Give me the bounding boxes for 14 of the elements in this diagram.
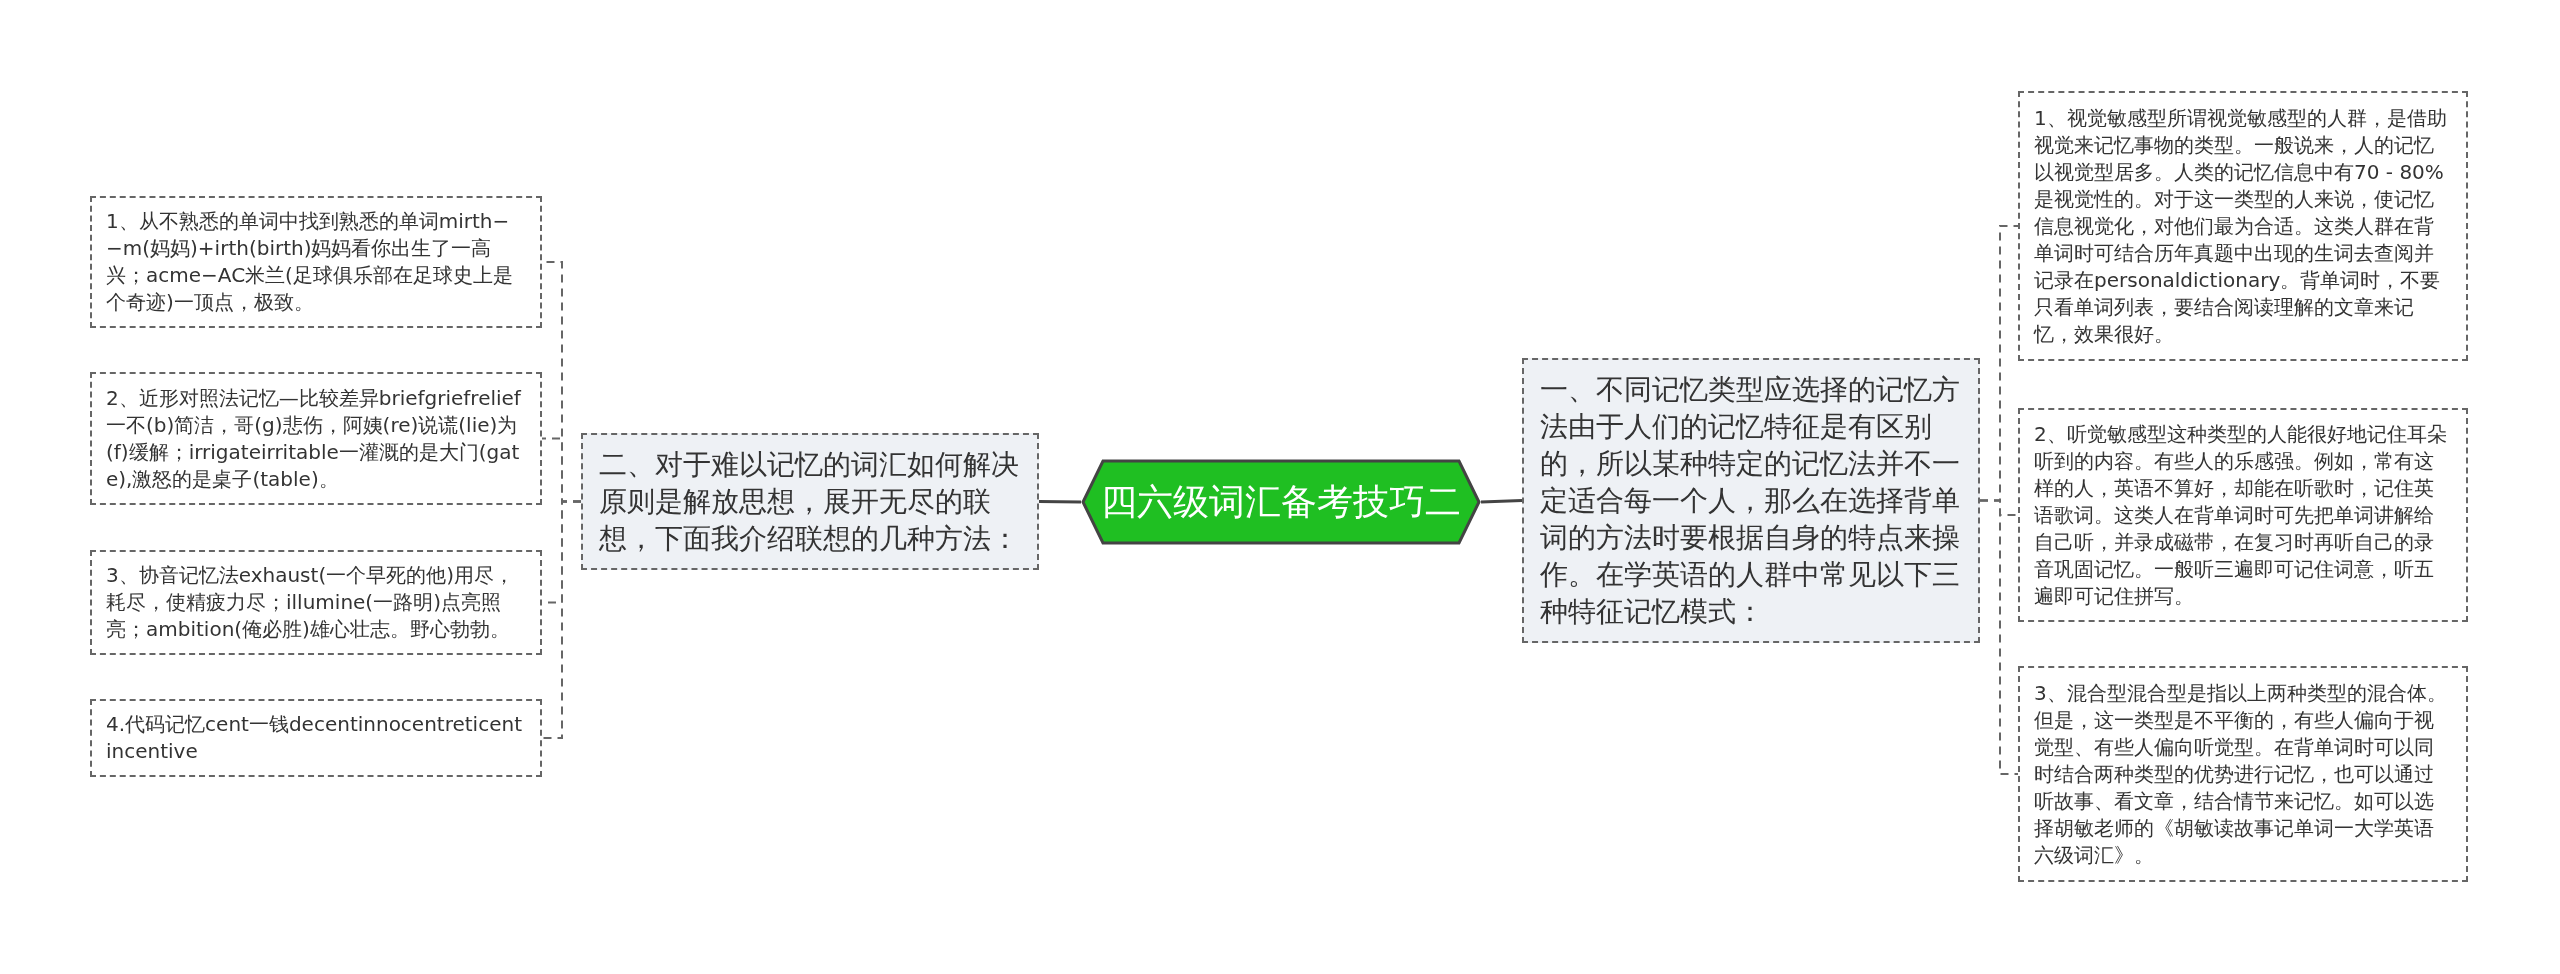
- connector-line: [541, 500, 582, 739]
- subtopic-box: 3、协音记忆法exhaust(一个早死的他)用尽，耗尽，使精疲力尽；illumine(一路明)点亮照亮；ambition(俺必胜)雄心壮志。野心勃勃。: [90, 550, 542, 655]
- topic-hexagon: 四六级词汇备考技巧二: [1081, 459, 1481, 545]
- topic-box: 一、不同记忆类型应选择的记忆方法由于人们的记忆特征是有区别的，所以某种特定的记忆法并不一定适合每一个人，那么在选择背单词的方法时要根据自身的特点来操作。在学英语的人群中常见以下三种特征记忆模式：: [1522, 358, 1980, 643]
- connector-line: [1039, 500, 1081, 504]
- subtopic-box: 3、混合型混合型是指以上两种类型的混合体。但是，这一类型是不平衡的，有些人偏向于视觉型、有些人偏向听觉型。在背单词时可以同时结合两种类型的优势进行记忆，也可以通过听故事、看文章，结合情节来记忆。如可以选择胡敏老师的《胡敏读故事记单词一大学英语六级词汇》。: [2018, 666, 2468, 882]
- connector-line: [1480, 499, 1523, 504]
- topic-box: 二、对于难以记忆的词汇如何解决原则是解放思想，展开无尽的联想，下面我介绍联想的几种方法：: [581, 433, 1039, 570]
- subtopic-box: 2、听觉敏感型这种类型的人能很好地记住耳朵听到的内容。有些人的乐感强。例如，常有这样的人，英语不算好，却能在听歌时，记住英语歌词。这类人在背单词时可先把单词讲解给自己听，并录成磁带，在复习时再听自己的录音巩固记忆。一般听三遍即可记住词意，听五遍即可记住拼写。: [2018, 408, 2468, 622]
- subtopic-box: 2、近形对照法记忆—比较差异briefgriefrelief一不(b)简洁，哥(g)悲伤，阿姨(re)说谎(lie)为(f)缓解；irrigateirritable一灌溉的是大门(gate),激怒的是桌子(table)。: [90, 372, 542, 505]
- subtopic-box: 1、从不熟悉的单词中找到熟悉的单词mirth−−m(妈妈)+irth(birth)妈妈看你出生了一高兴；acme−AC米兰(足球俱乐部在足球史上是个奇迹)一顶点，极致。: [90, 196, 542, 328]
- subtopic-box: 1、视觉敏感型所谓视觉敏感型的人群，是借助视觉来记忆事物的类型。一般说来，人的记忆以视觉型居多。人类的记忆信息中有70 - 80%是视觉性的。对于这一类型的人来说，使记忆信息视觉化，对他们最为合适。这类人群在背单词时可结合历年真题中出现的生词去查阅并记录在personaldictionary。背单词时，不要只看单词列表，要结合阅读理解的文章来记忆，效果很好。: [2018, 91, 2468, 361]
- connector-line: [1979, 499, 2019, 775]
- subtopic-box: 4.代码记忆cent一钱decentinnocentreticentincentive: [90, 699, 542, 777]
